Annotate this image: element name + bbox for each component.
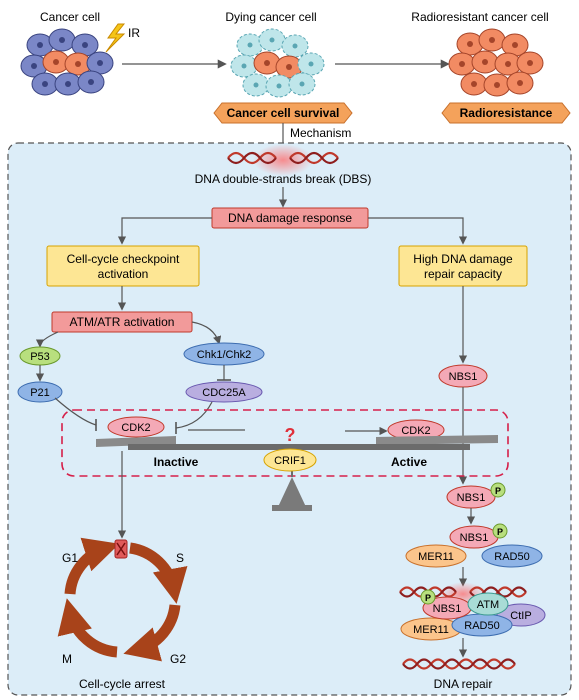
cell-cycle-arc-m bbox=[57, 598, 118, 658]
mechanism-label: Mechanism bbox=[290, 126, 351, 140]
phospho-icon-3 bbox=[420, 589, 436, 605]
arrow-atm-chk bbox=[191, 321, 222, 345]
rad50-label-1: RAD50 bbox=[494, 551, 529, 563]
mer11-label-2: MER11 bbox=[413, 624, 449, 636]
checkpoint-box bbox=[46, 245, 200, 287]
inactive-label: Inactive bbox=[154, 455, 199, 469]
checkpoint-line2: activation bbox=[98, 267, 149, 281]
nbs1-p-label: NBS1 bbox=[457, 492, 486, 504]
cdc25a-label: CDC25A bbox=[202, 387, 246, 399]
radioresistance-tag-shape bbox=[441, 102, 571, 124]
atm-label: ATM bbox=[477, 599, 499, 611]
ddr-label: DNA damage response bbox=[228, 211, 352, 225]
phospho-icon bbox=[490, 482, 506, 498]
arrow-ddr-checkpoint bbox=[117, 217, 212, 245]
m-label: M bbox=[62, 652, 72, 666]
inhibit-p21-cdk2 bbox=[54, 397, 97, 426]
survival-tag: Cancer cell survival bbox=[227, 106, 340, 120]
p21-label: P21 bbox=[30, 387, 50, 399]
survival-tag-shape bbox=[213, 102, 353, 124]
dna-break-icon bbox=[227, 151, 339, 165]
chk-label: Chk1/Chk2 bbox=[197, 349, 251, 361]
s-label: S bbox=[176, 551, 184, 565]
radioresistance-tag: Radioresistance bbox=[460, 106, 553, 120]
seesaw-fulcrum-icon bbox=[278, 477, 306, 507]
lightning-icon bbox=[105, 23, 126, 53]
cdk2-left-label: CDK2 bbox=[121, 422, 150, 434]
fulcrum-base bbox=[272, 505, 312, 511]
g2-label: G2 bbox=[170, 652, 186, 666]
p21-oval bbox=[17, 381, 63, 403]
beam-right-plate bbox=[376, 435, 498, 445]
repair-line2: repair capacity bbox=[424, 267, 502, 281]
phospho-icon-2 bbox=[492, 523, 508, 539]
repaired-dna-icon bbox=[402, 658, 516, 670]
phospho-label-3: P bbox=[425, 593, 431, 603]
crif1-oval bbox=[263, 448, 317, 472]
mer11-label-1: MER11 bbox=[418, 551, 454, 563]
cell-cycle-arrest-label: Cell-cycle arrest bbox=[79, 677, 166, 691]
rad50-label-2: RAD50 bbox=[464, 620, 499, 632]
arrow-ddr-repair bbox=[368, 217, 468, 245]
dying-cell-cluster-icon bbox=[230, 28, 325, 98]
cell-cycle-arc-g2 bbox=[123, 604, 181, 662]
radioresistant-cell-cluster-icon bbox=[448, 28, 544, 97]
repair-line1: High DNA damage bbox=[413, 252, 513, 266]
cdk2-right-label: CDK2 bbox=[401, 425, 430, 437]
cell-cycle-diagram bbox=[57, 537, 188, 662]
ctip-label: CtIP bbox=[510, 610, 531, 622]
dbs-label: DNA double-strands break (DBS) bbox=[195, 172, 372, 186]
phospho-label-1: P bbox=[495, 486, 501, 496]
dying-cell-label: Dying cancer cell bbox=[225, 10, 316, 24]
dna-repair-label: DNA repair bbox=[434, 677, 493, 691]
cancer-cell-label: Cancer cell bbox=[40, 10, 100, 24]
cell-cycle-arc-s bbox=[128, 542, 188, 604]
cdc25a-oval bbox=[185, 381, 263, 403]
ir-label: IR bbox=[128, 26, 140, 40]
cross-icon bbox=[116, 542, 126, 556]
phospho-label-2: P bbox=[497, 527, 503, 537]
atm-oval bbox=[467, 592, 509, 616]
arrow-atm-p53 bbox=[35, 331, 59, 348]
crif1-label: CRIF1 bbox=[274, 455, 306, 467]
nbs1-label-complex-1: NBS1 bbox=[460, 532, 489, 544]
nbs1-label-complex-2: NBS1 bbox=[433, 603, 462, 615]
nbs1-label: NBS1 bbox=[449, 371, 478, 383]
p53-label: P53 bbox=[30, 351, 50, 363]
active-label: Active bbox=[391, 455, 427, 469]
question-mark: ? bbox=[285, 425, 296, 445]
cell-cycle-arc-g1 bbox=[64, 537, 120, 595]
g1-label: G1 bbox=[62, 551, 78, 565]
atm-atr-label: ATM/ATR activation bbox=[70, 315, 175, 329]
top-row: Cancer cell Dying cancer cell Radioresis… bbox=[20, 10, 571, 143]
cdk2-left-oval bbox=[107, 416, 165, 438]
cancer-cell-cluster-icon bbox=[20, 28, 114, 96]
cdk2-balance-frame bbox=[61, 409, 509, 477]
rad50-oval-1 bbox=[481, 544, 543, 568]
mer11-oval-1 bbox=[405, 544, 467, 568]
radioresistant-cell-label: Radioresistant cancer cell bbox=[411, 10, 548, 24]
inhibit-cdc25a-cdk2 bbox=[175, 401, 213, 429]
checkpoint-line1: Cell-cycle checkpoint bbox=[67, 252, 180, 266]
